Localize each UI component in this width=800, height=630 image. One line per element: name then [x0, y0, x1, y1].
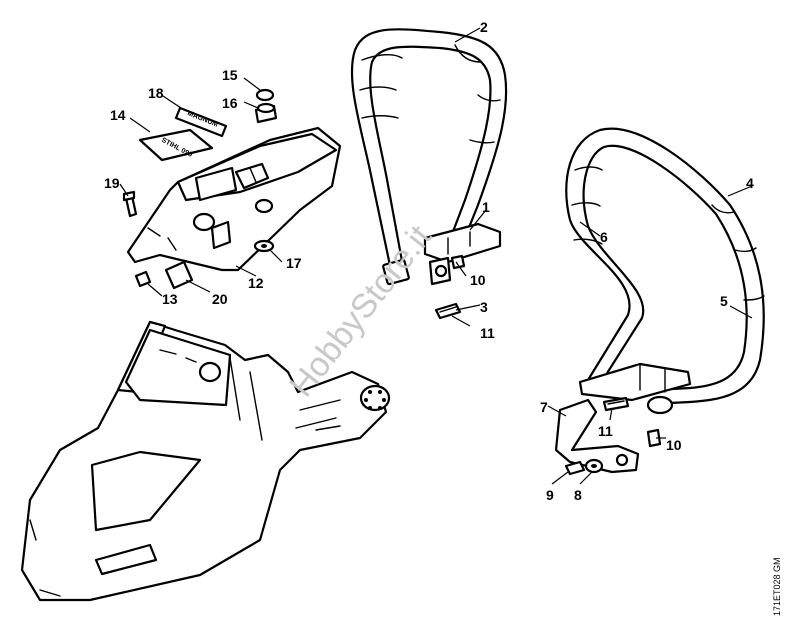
callout-7: 7 [540, 399, 548, 415]
callout-17: 17 [286, 255, 302, 271]
leader-lines [119, 27, 753, 485]
callout-19: 19 [104, 175, 120, 191]
callout-10a: 10 [470, 272, 486, 288]
callout-12: 12 [248, 275, 264, 291]
callout-2: 2 [480, 19, 488, 35]
callout-11a: 11 [480, 325, 495, 341]
screw-19 [122, 190, 138, 218]
grommet-16 [254, 102, 278, 124]
cap-15 [255, 88, 275, 102]
bracket-1 [423, 222, 502, 320]
handle-bar-2 [350, 28, 508, 286]
callout-14: 14 [110, 107, 126, 123]
callout-1: 1 [482, 199, 490, 215]
callout-9: 9 [546, 487, 554, 503]
cap-20 [164, 260, 194, 290]
callout-3: 3 [480, 299, 488, 315]
callout-16: 16 [222, 95, 238, 111]
decal-14: STIHL 090 [138, 128, 214, 162]
shroud-cover-12 [126, 126, 342, 272]
handle-bar-4 [565, 127, 765, 415]
washer-17 [253, 239, 275, 253]
document-reference: 171ET028 GM [772, 557, 782, 616]
bracket-7 [554, 396, 662, 476]
callout-15: 15 [222, 67, 238, 83]
grommet-13 [134, 270, 152, 288]
callout-8: 8 [574, 487, 582, 503]
callout-10b: 10 [666, 437, 682, 453]
callout-18: 18 [148, 85, 164, 101]
crankcase-body [20, 320, 391, 602]
callout-13: 13 [162, 291, 178, 307]
callout-11b: 11 [598, 423, 613, 439]
callout-5: 5 [720, 293, 728, 309]
callout-4: 4 [746, 175, 754, 191]
callout-20: 20 [212, 291, 228, 307]
callout-6: 6 [600, 229, 608, 245]
